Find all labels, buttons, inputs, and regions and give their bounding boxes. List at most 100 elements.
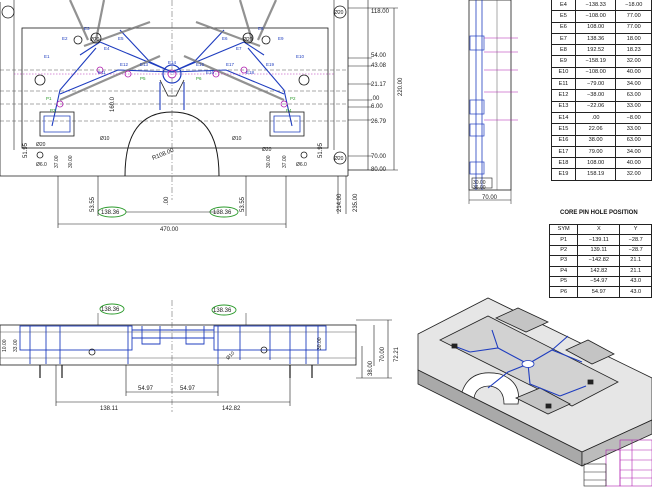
dim-vertical-51-right: 51.95 — [318, 142, 324, 158]
dim-right-70: 70.00 — [371, 154, 387, 160]
dim-235: 235.00 — [353, 193, 359, 212]
table-cell: 43.0 — [619, 275, 652, 288]
table-cell: E15 — [551, 123, 576, 136]
table-cell: E16 — [551, 134, 576, 147]
table-cell: 40.00 — [615, 66, 652, 80]
title-block — [583, 439, 652, 487]
table-cell: 63.00 — [615, 89, 652, 102]
dim-right-80: 80.00 — [371, 167, 387, 173]
hole-label-1: Ø20 — [334, 10, 344, 16]
table-cell: 192.52 — [574, 44, 617, 57]
side-dim-70: 70.00 — [482, 195, 498, 201]
hole-label-3: Ø20 — [90, 37, 100, 43]
col-x-header: X — [577, 223, 621, 236]
label-e5: E5 — [118, 36, 124, 41]
table-cell: E5 — [551, 10, 576, 23]
table-cell: −28.7 — [619, 234, 652, 246]
table-cell: 33.00 — [615, 100, 652, 113]
table-cell: −158.19 — [574, 55, 617, 68]
table-cell: P5 — [548, 275, 579, 288]
label-p3: P3 — [50, 108, 56, 113]
label-e16: E16 — [206, 70, 215, 75]
table-cell: P4 — [548, 265, 579, 277]
table-cell: 142.82 — [577, 265, 621, 277]
table-cell: 108.00 — [574, 157, 617, 170]
table-cell: P6 — [548, 286, 579, 298]
label-e4: E4 — [104, 46, 110, 51]
label-e18: E18 — [246, 70, 255, 75]
table-cell: 18.23 — [615, 44, 652, 57]
side-dim-36: 36.00 — [473, 185, 486, 191]
dim-vertical-51-left: 51.95 — [23, 142, 29, 158]
label-e19: E19 — [266, 62, 275, 67]
small-dim-30-left: 30.00 — [68, 155, 74, 168]
label-p4: P4 — [286, 108, 292, 113]
front-dim-138: 138.11 — [100, 406, 119, 412]
front-elevation-view — [0, 300, 392, 412]
dim-bottom-53-right: 53.55 — [240, 196, 246, 212]
table-cell: −18.00 — [615, 0, 652, 12]
label-e6: E6 — [222, 36, 228, 41]
hole-label-10: Ø20 — [262, 147, 272, 153]
table-cell: E17 — [551, 145, 576, 159]
dim-green-138-right: 138.36 — [213, 210, 232, 216]
table-cell: E19 — [551, 168, 576, 181]
label-e17: E17 — [226, 62, 235, 67]
label-e13: E13 — [140, 62, 149, 67]
table-cell: E14 — [551, 111, 576, 125]
table-cell: −108.00 — [574, 10, 617, 23]
front-dim-green-138-right: 138.36 — [213, 308, 232, 314]
table-cell: 54.97 — [577, 286, 621, 298]
table-cell: E8 — [551, 44, 576, 57]
table-cell: 21.1 — [619, 255, 652, 267]
table-cell: E18 — [551, 157, 576, 170]
table-cell: E4 — [551, 0, 576, 12]
label-e1: E1 — [44, 54, 50, 59]
side-dim-30: 30.00 — [473, 180, 486, 186]
dim-bottom-00: .00 — [164, 196, 170, 205]
table-cell: 43.0 — [619, 286, 652, 298]
table-cell: 32.00 — [615, 168, 652, 181]
table-cell: E10 — [551, 66, 576, 80]
label-e8: E8 — [258, 26, 264, 31]
front-dim-left-10: 10.00 — [2, 339, 8, 352]
label-e2: E2 — [62, 36, 68, 41]
label-e11: E11 — [98, 70, 106, 75]
label-p6: P6 — [196, 76, 202, 81]
hole-label-7: Ø6.0 — [36, 162, 47, 168]
table-cell: 38.00 — [574, 134, 617, 147]
table-row: E4−138.33−18.00 — [551, 0, 652, 12]
table-cell: P3 — [548, 255, 579, 267]
table-cell: 18.00 — [615, 32, 652, 46]
table-cell: E6 — [551, 21, 576, 34]
dim-right-00: .00 — [371, 96, 380, 102]
table-cell: −38.00 — [574, 89, 617, 102]
table-cell: E11 — [551, 78, 576, 91]
front-dim-72: 72.21 — [394, 346, 400, 362]
table-cell: E12 — [551, 89, 576, 102]
table-cell: 79.00 — [574, 145, 617, 159]
table-cell: −22.06 — [574, 100, 617, 113]
table-cell: 40.00 — [615, 157, 652, 170]
label-p2: P2 — [290, 96, 296, 101]
table-cell: 77.00 — [615, 21, 652, 34]
small-dim-37-left: 37.00 — [54, 155, 60, 168]
dim-right-21: 21.17 — [371, 82, 387, 88]
table-cell: −54.97 — [577, 275, 621, 288]
core-pin-table-title: CORE PIN HOLE POSITION — [560, 210, 638, 216]
